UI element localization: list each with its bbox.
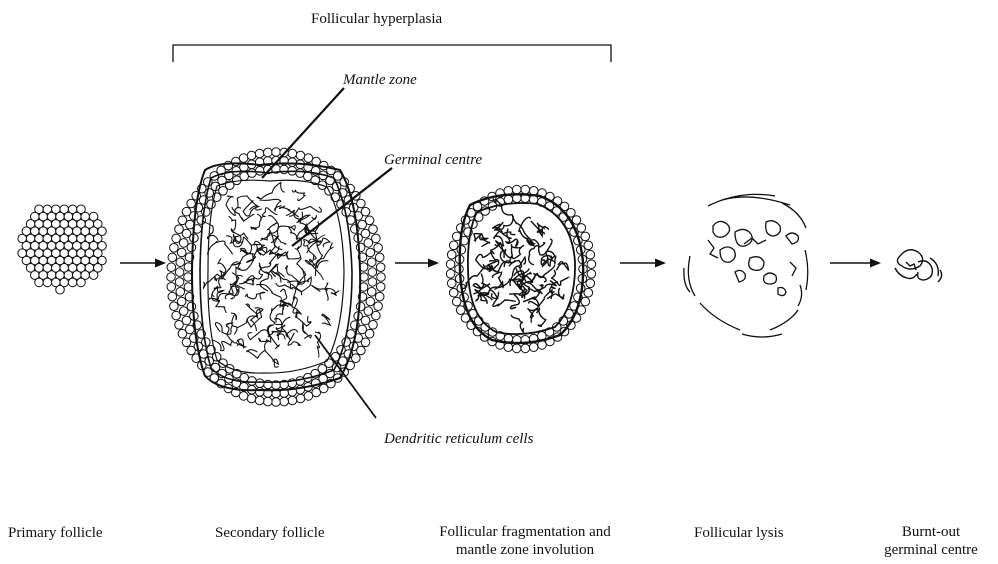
fragmenting-follicle-shape (446, 185, 595, 352)
secondary-follicle-label: Secondary follicle (215, 524, 365, 542)
burnt-out-label: Burnt-out germinal centre (872, 523, 990, 559)
dendritic-cells-label: Dendritic reticulum cells (384, 430, 533, 448)
burnt-out-centre-shape (895, 250, 942, 282)
lysis-label: Follicular lysis (694, 524, 824, 542)
primary-follicle-shape (18, 205, 106, 294)
primary-follicle-label: Primary follicle (8, 524, 128, 542)
fragmentation-label-line2: mantle zone involution (420, 541, 630, 559)
fragmentation-label: Follicular fragmentation and mantle zone… (420, 523, 630, 559)
burnt-out-label-line2: germinal centre (872, 541, 990, 559)
hyperplasia-label: Follicular hyperplasia (311, 10, 442, 28)
lysing-follicle-shape (684, 194, 808, 337)
secondary-follicle-shape (167, 148, 386, 407)
germinal-centre-label: Germinal centre (384, 151, 482, 169)
fragmentation-label-line1: Follicular fragmentation and (420, 523, 630, 541)
hyperplasia-bracket (173, 45, 611, 62)
mantle-zone-label: Mantle zone (343, 71, 417, 89)
burnt-out-label-line1: Burnt-out (872, 523, 990, 541)
